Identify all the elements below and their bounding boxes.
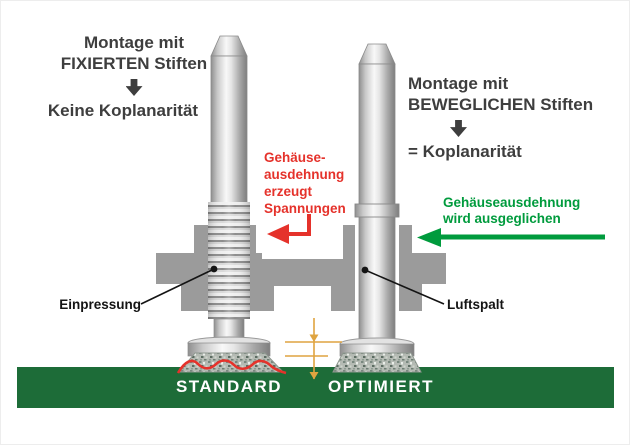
einpressung-label: Einpressung (59, 297, 141, 312)
housing-center-left-leg (256, 286, 274, 311)
einpressung-leader-line (140, 268, 215, 305)
right-solder-joint (332, 352, 422, 373)
left-title-line2: FIXIERTEN Stiften (60, 54, 208, 73)
compensation-arrow (417, 228, 605, 247)
compensation-arrow-head (417, 228, 441, 247)
left-title-line1: Montage mit (83, 33, 185, 52)
down-block-arrow-icon (450, 120, 467, 137)
air-gap-right (394, 225, 399, 311)
standard-label: STANDARD (175, 377, 283, 396)
stress-note-line: ausdehnung (264, 167, 345, 182)
optimiert-label: OPTIMIERT (327, 377, 435, 396)
left-pin-thread-shading (208, 202, 250, 319)
left-result-text: Keine Koplanarität (47, 101, 199, 120)
right-pin-movable (332, 43, 422, 373)
luftspalt-leader-line (364, 269, 445, 305)
stress-note-line: Spannungen (264, 201, 346, 216)
einpressung-leader-dot (210, 265, 218, 273)
stress-arrow (267, 214, 311, 244)
stress-arrow-head (267, 224, 289, 244)
left-method-title-block: Montage mit FIXIERTEN Stiften Keine Kopl… (34, 32, 234, 121)
right-result-text: = Koplanarität (408, 142, 522, 161)
luftspalt-leader-dot (361, 266, 369, 274)
right-method-title-block: Montage mit BEWEGLICHEN Stiften = Koplan… (408, 73, 623, 162)
bad-coplanarity-wavy-line (176, 359, 287, 375)
leader-lines (140, 265, 445, 305)
stress-note-line: erzeugt (264, 184, 313, 199)
stress-note-line: Gehäuse- (264, 150, 326, 165)
right-title-line2: BEWEGLICHEN Stiften (408, 95, 594, 114)
right-pin-tip (358, 43, 396, 65)
housing-center-bar (256, 259, 348, 286)
stress-arrow-line (289, 214, 311, 236)
stress-note: Gehäuse- ausdehnung erzeugt Spannungen (264, 149, 359, 217)
down-block-arrow-icon (125, 79, 143, 96)
coplanarity-dimension-marker (285, 318, 342, 380)
left-pin-fixed (176, 35, 287, 375)
luftspalt-label: Luftspalt (447, 297, 504, 312)
compensation-note-line: Gehäuseausdehnung (443, 195, 581, 210)
right-title-line1: Montage mit (408, 74, 509, 93)
air-gap-left (355, 225, 360, 311)
compensation-note-line: wird ausgeglichen (443, 211, 561, 226)
compensation-note: Gehäuseausdehnung wird ausgeglichen (443, 195, 613, 227)
right-pin-retaining-ring (354, 203, 400, 218)
housing-body (156, 225, 446, 311)
air-gap (355, 225, 399, 311)
left-pin-shaft (210, 55, 248, 204)
